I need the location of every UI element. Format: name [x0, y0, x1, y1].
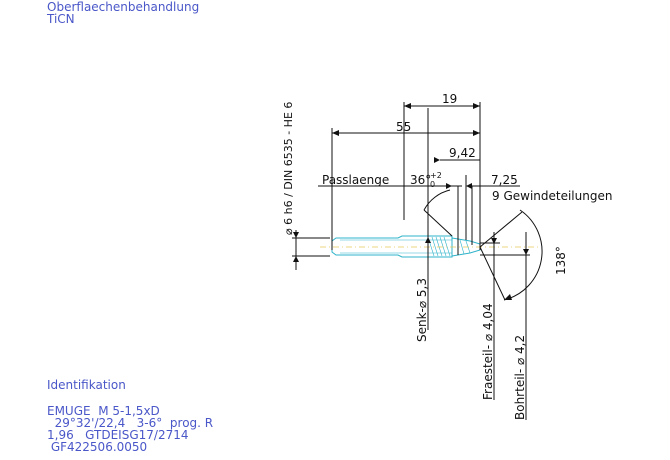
dim-9-42: 9,42 — [449, 146, 476, 160]
bohrteil-diameter-label: Bohrteil- ⌀ 4,2 — [513, 335, 527, 420]
identification-line-4: GF422506.0050 — [47, 440, 147, 454]
identification-line-1: EMUGE M 5-1,5xD — [47, 404, 160, 418]
shank-body — [331, 235, 453, 258]
dim-55: 55 — [396, 120, 411, 134]
dimension-lines — [292, 102, 543, 420]
identification-line-2: 29°32'/22,4 3-6° prog. R — [47, 416, 213, 430]
tolerance-zero: 0 — [430, 180, 435, 189]
passlaenge-label: Passlaenge — [322, 173, 389, 187]
surface-treatment-label: Oberflaechenbehandlung — [47, 0, 199, 14]
fraesteil-diameter-label: Fraesteil- ⌀ 4,04 — [481, 303, 495, 400]
identification-line-3: 1,96 GTDEISG17/2714 — [47, 428, 189, 442]
tolerance-plus: +2 — [430, 171, 442, 180]
identification-title: Identifikation — [47, 378, 126, 392]
shank-spec-label: ⌀ 6 h6 / DIN 6535 - HE 6 — [282, 102, 295, 235]
senk-diameter-label: Senk-⌀ 5,3 — [415, 278, 429, 342]
identification-block: Identifikation EMUGE M 5-1,5xD 29°32'/22… — [47, 378, 213, 454]
dimension-texts: ⌀ 6 h6 / DIN 6535 - HE 6 19 55 9,42 7,25… — [282, 92, 612, 420]
angle-36-label: 36° — [410, 173, 431, 187]
tool-outline — [320, 235, 540, 258]
dim-7-25: 7,25 — [491, 173, 518, 187]
angle-138-label: 138° — [554, 246, 568, 275]
coating-label: TiCN — [46, 12, 75, 26]
dim-19: 19 — [442, 92, 457, 106]
thread-count-label: 9 Gewindeteilungen — [492, 189, 612, 203]
